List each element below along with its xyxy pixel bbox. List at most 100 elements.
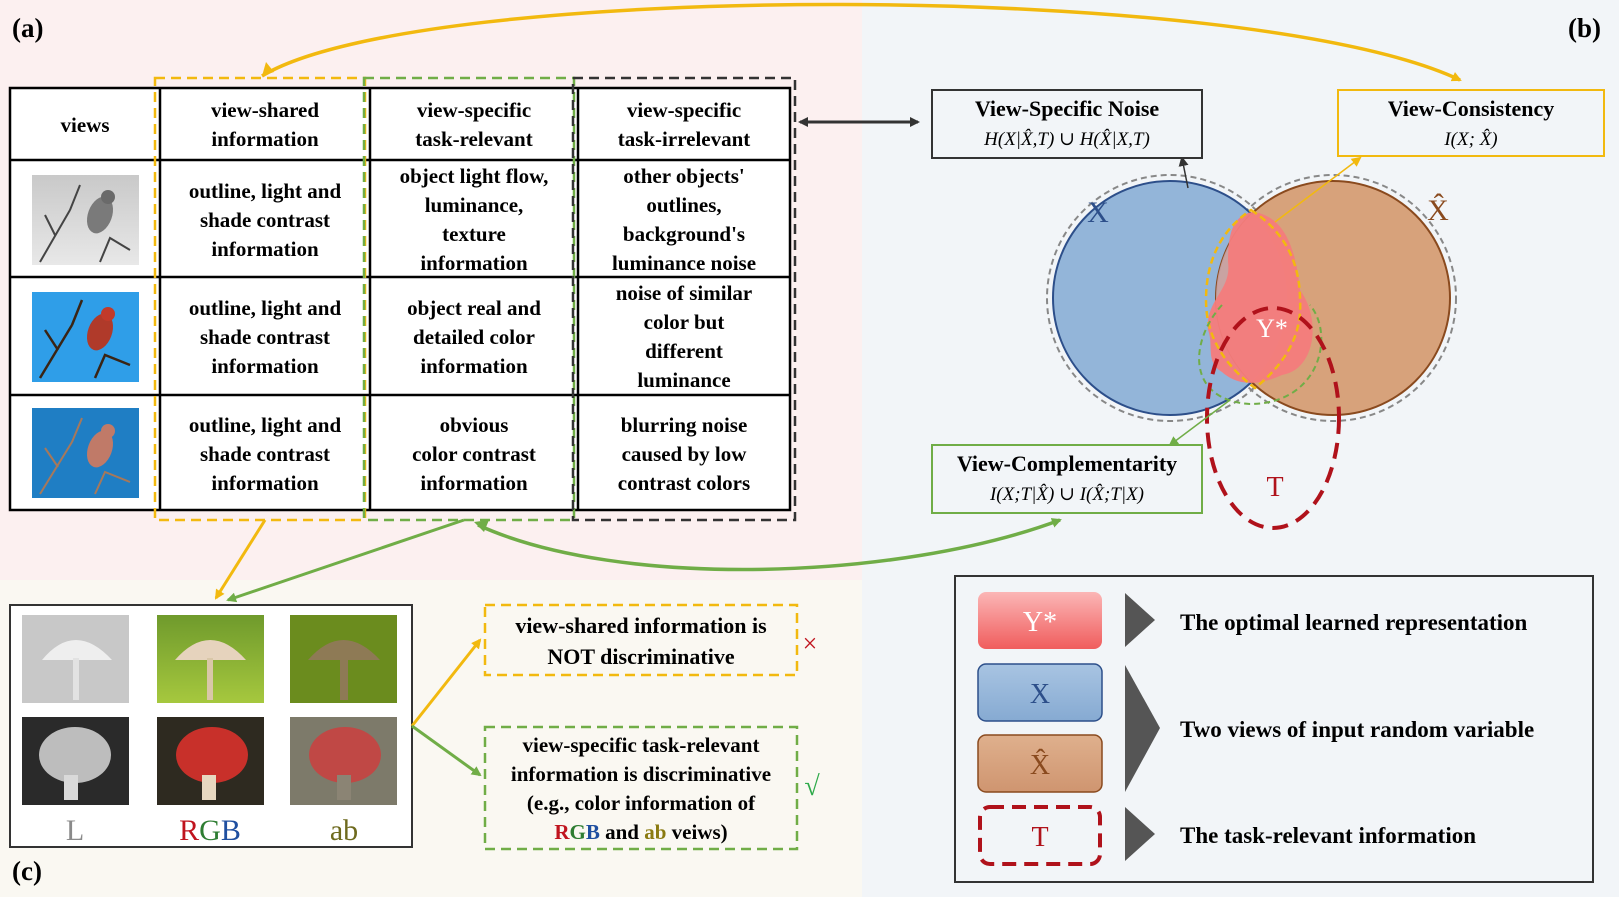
consistency-title: View-Consistency	[1388, 96, 1555, 121]
cell-r3-shared-l2: shade contrast	[200, 442, 330, 466]
cell-r2-irrelevant-l2: color but	[644, 310, 725, 334]
column-highlight-relevant	[362, 76, 576, 522]
header-views: views	[61, 113, 110, 137]
mushroom-to-shared-arrow	[410, 638, 482, 727]
cell-r1-irrelevant-l4: luminance noise	[612, 251, 756, 275]
cell-r2-relevant-l1: object real and	[407, 296, 541, 320]
cell-r3-irrelevant-l1: blurring noise	[621, 413, 748, 437]
consistency-pointer	[1274, 156, 1362, 223]
venn-xhat-label: X̂	[1427, 193, 1449, 227]
legend-x-swatch: X	[1030, 679, 1050, 710]
consistency-formula: I(X; X̂)	[1443, 129, 1497, 150]
green-curve-arrowhead-left	[474, 520, 489, 532]
legend-t-swatch: T	[1031, 822, 1048, 853]
complementarity-formula: I(X;T|X̂) ∪ I(X̂;T|X)	[989, 484, 1144, 505]
cell-r1-relevant-l2: luminance,	[425, 193, 524, 217]
noise-box: View-Specific Noise H(X|X̂,T) ∪ H(X̂|X,T…	[931, 89, 1203, 159]
legend-x-swatch-bg	[977, 663, 1103, 722]
cell-r1-irrelevant-l3: background's	[623, 222, 745, 246]
venn-diagram: X X̂ Y* T	[1046, 174, 1457, 530]
header-shared-line1: view-shared	[211, 98, 319, 122]
venn-t-label: T	[1266, 472, 1283, 503]
mushroom-label-b: B	[221, 814, 241, 847]
cross-mark: ×	[803, 629, 818, 658]
cell-r2-relevant-l2: detailed color	[413, 325, 535, 349]
column-highlight-irrelevant	[571, 76, 797, 522]
header-relevant-line1: view-specific	[417, 98, 531, 122]
mushroom-label-l: L	[66, 814, 84, 847]
column-highlight-shared	[153, 76, 367, 522]
shared-box-line2: NOT discriminative	[547, 644, 734, 669]
mushroom-label-r: R	[179, 814, 199, 847]
yellow-down-arrow	[214, 519, 267, 600]
specific-discriminative-box: view-specific task-relevant information …	[483, 725, 820, 851]
noise-formula: H(X|X̂,T) ∪ H(X̂|X,T)	[983, 129, 1150, 150]
cell-r2-irrelevant-l3: different	[645, 339, 723, 363]
mushroom-ab-top	[290, 615, 397, 703]
venn-y-label: Y*	[1256, 314, 1288, 343]
specific-box-line4: RGB and ab veiws)	[554, 820, 727, 844]
legend-xhat-swatch: X̂	[1030, 750, 1050, 781]
mushroom-rgb-top	[157, 615, 264, 703]
legend-t-arrow	[1125, 807, 1155, 861]
cell-r2-relevant-l3: information	[420, 354, 528, 378]
cell-r3-relevant-l2: color contrast	[412, 442, 536, 466]
cell-r1-shared-l2: shade contrast	[200, 208, 330, 232]
legend-y-swatch: Y*	[1023, 607, 1057, 638]
panel-label-b: (b)	[1568, 13, 1601, 43]
mushroom-rgb-bottom	[157, 717, 264, 805]
shared-not-discriminative-box: view-shared information is NOT discrimin…	[483, 603, 818, 677]
specific-box-line1: view-specific task-relevant	[523, 733, 760, 757]
view-table	[8, 86, 792, 512]
cell-r2-irrelevant-l4: luminance	[637, 368, 730, 392]
cell-r1-shared-l3: information	[211, 237, 319, 261]
venn-xhat-outer	[1209, 174, 1457, 422]
mushroom-label-g: G	[199, 814, 221, 847]
cell-r1-relevant-l1: object light flow,	[400, 164, 549, 188]
legend-xhat-swatch-bg	[977, 734, 1103, 793]
cell-r3-shared-l1: outline, light and	[189, 413, 342, 437]
cell-r3-relevant-l1: obvious	[440, 413, 509, 437]
bird-image-ab	[32, 408, 139, 498]
cell-r2-irrelevant-l1: noise of similar	[616, 281, 753, 305]
shared-box-line1: view-shared information is	[515, 613, 767, 638]
cell-r1-irrelevant-l1: other objects'	[623, 164, 745, 188]
mushroom-grid: L RGB ab	[9, 604, 413, 848]
cell-r3-shared-l3: information	[211, 471, 319, 495]
venn-x-label: X	[1087, 196, 1109, 229]
complementarity-title: View-Complementarity	[957, 451, 1177, 476]
cell-r1-relevant-l4: information	[420, 251, 528, 275]
panel-label-c: (c)	[12, 856, 42, 886]
noise-pointer	[1178, 156, 1189, 189]
legend-x-arrow	[1125, 665, 1160, 792]
legend-box: Y* The optimal learned representation X …	[954, 575, 1594, 883]
noise-title: View-Specific Noise	[975, 96, 1160, 121]
specific-g: G	[570, 820, 586, 844]
header-irrelevant-line2: task-irrelevant	[618, 127, 751, 151]
specific-and: and	[600, 820, 644, 844]
specific-box-line3: (e.g., color information of	[527, 791, 756, 815]
specific-box-line2: information is discriminative	[511, 762, 771, 786]
header-irrelevant-line1: view-specific	[627, 98, 741, 122]
cell-r2-shared-l3: information	[211, 354, 319, 378]
mushroom-l-bottom	[22, 717, 129, 805]
green-down-arrow	[226, 518, 465, 603]
complementarity-pointer	[1168, 399, 1231, 447]
legend-t-swatch-bg	[978, 805, 1102, 866]
mushroom-l-top	[22, 615, 129, 703]
top-curve-arrowhead-left	[262, 62, 274, 76]
venn-consistency-outline	[1204, 208, 1302, 390]
mushroom-label-ab: ab	[330, 814, 358, 847]
legend-x-text: Two views of input random variable	[1180, 717, 1534, 742]
cell-r3-irrelevant-l2: caused by low	[622, 442, 748, 466]
complementarity-box: View-Complementarity I(X;T|X̂) ∪ I(X̂;T|…	[931, 444, 1203, 514]
panel-label-a: (a)	[12, 13, 43, 43]
cell-r1-shared-l1: outline, light and	[189, 179, 342, 203]
check-mark: √	[804, 771, 820, 802]
cell-r2-shared-l1: outline, light and	[189, 296, 342, 320]
bird-image-grayscale	[32, 175, 139, 265]
mushroom-to-specific-arrow	[411, 724, 482, 777]
cell-r1-relevant-l3: texture	[442, 222, 506, 246]
